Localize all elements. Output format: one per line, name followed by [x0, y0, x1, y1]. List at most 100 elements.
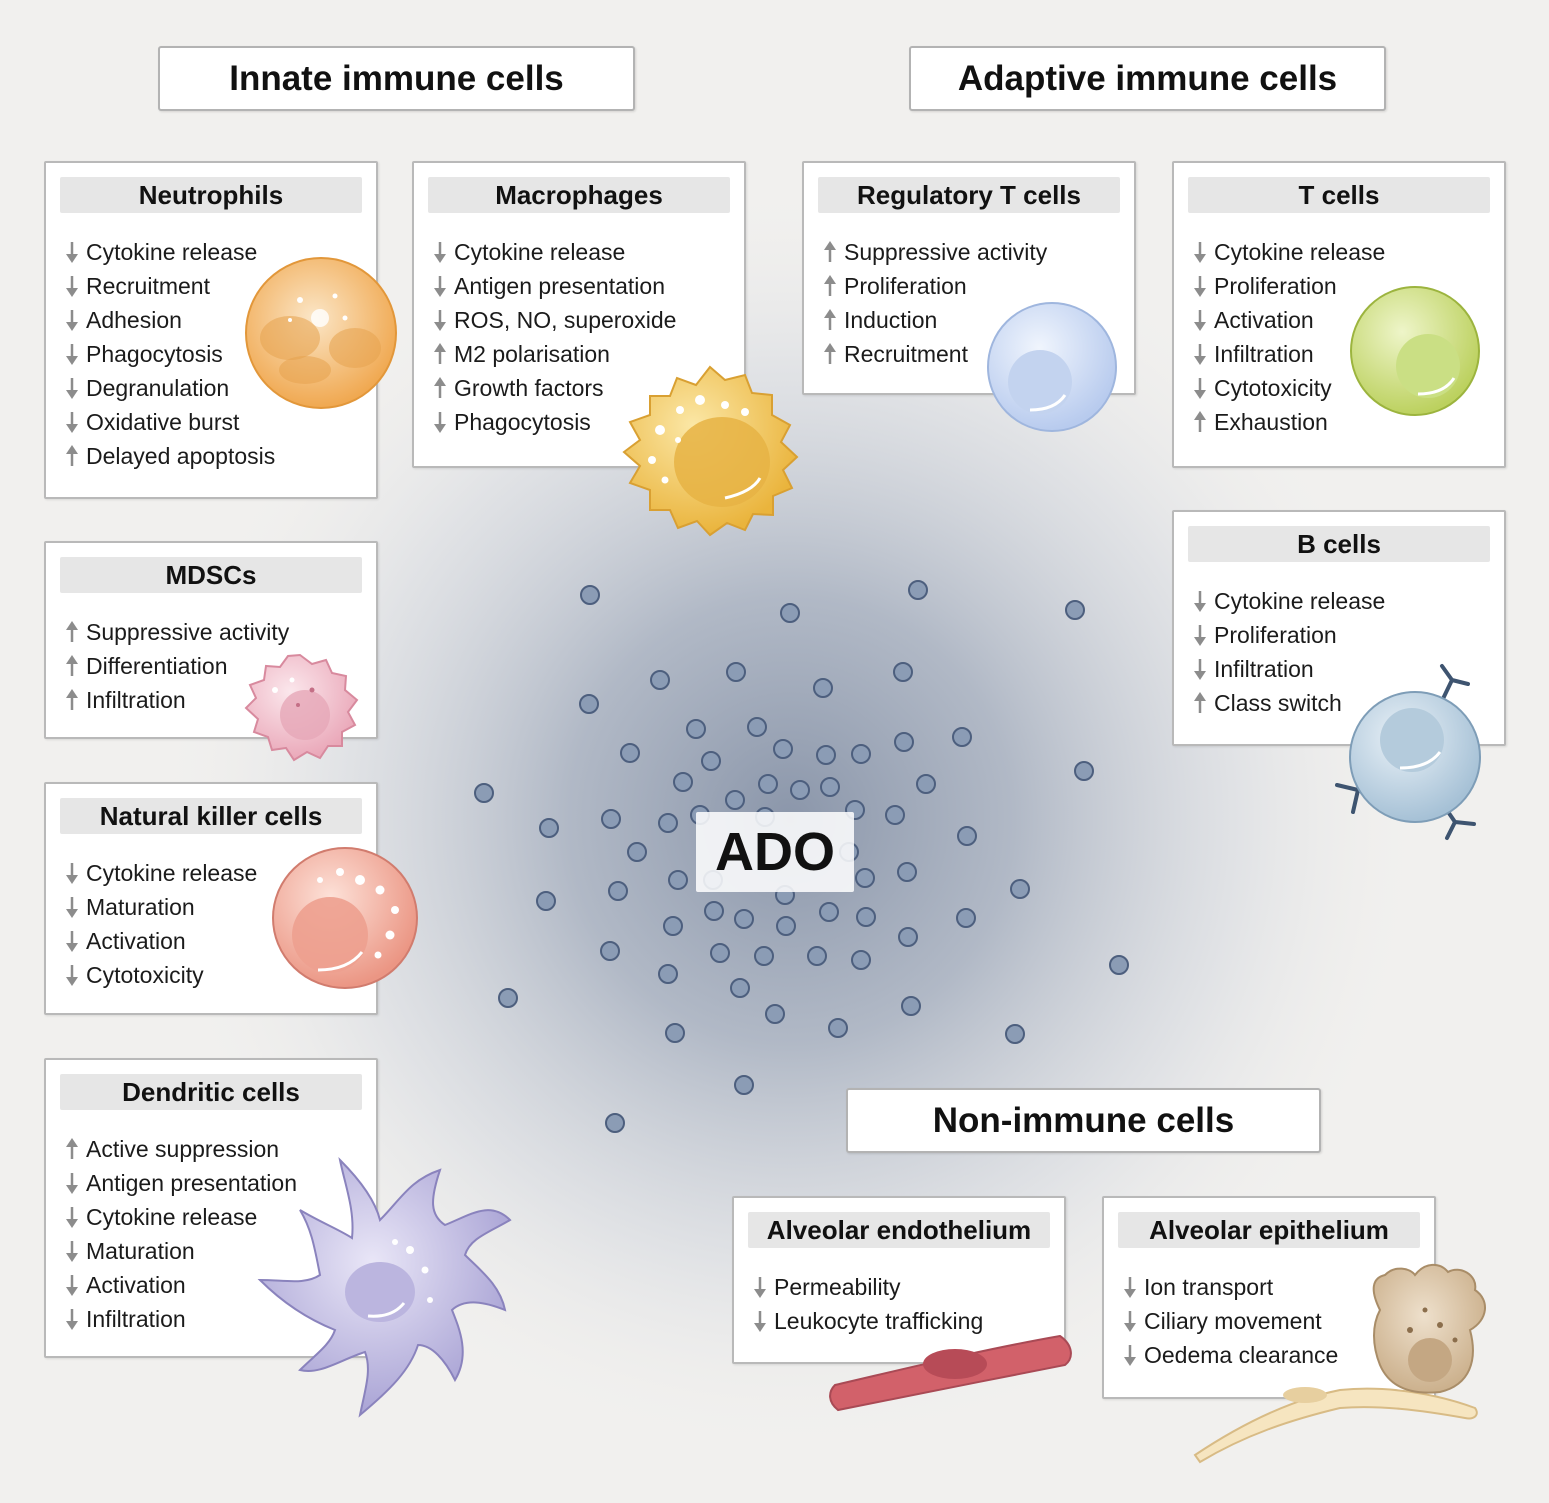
effect-label: Cytokine release: [454, 239, 626, 265]
adenosine-molecule-icon: [704, 901, 724, 921]
arrow-down-icon: [434, 412, 446, 433]
adenosine-molecule-icon: [663, 916, 683, 936]
effect-label: Degranulation: [86, 375, 230, 401]
adenosine-molecule-icon: [579, 694, 599, 714]
effect-item: Cytokine release: [64, 235, 275, 269]
effect-label: Cytotoxicity: [86, 962, 204, 988]
effect-label: Class switch: [1214, 690, 1342, 716]
arrow-down-icon: [66, 310, 78, 331]
adenosine-molecule-icon: [758, 774, 778, 794]
effect-item: Suppressive activity: [822, 235, 1047, 269]
adenosine-molecule-icon: [898, 927, 918, 947]
effect-item: Suppressive activity: [64, 615, 289, 649]
arrow-down-icon: [1124, 1345, 1136, 1366]
effect-item: Phagocytosis: [64, 337, 275, 371]
adenosine-molecule-icon: [901, 996, 921, 1016]
effect-item: Cytotoxicity: [1192, 371, 1385, 405]
effect-label: Proliferation: [1214, 273, 1337, 299]
adenosine-molecule-icon: [726, 662, 746, 682]
arrow-down-icon: [66, 1207, 78, 1228]
adenosine-molecule-icon: [952, 727, 972, 747]
arrow-up-icon: [66, 655, 78, 676]
effect-item: Activation: [64, 924, 257, 958]
effect-item: Maturation: [64, 890, 257, 924]
effect-label: Phagocytosis: [454, 409, 591, 435]
adenosine-label: ADO: [696, 812, 854, 892]
adenosine-molecule-icon: [620, 743, 640, 763]
card-title: T cells: [1188, 177, 1490, 213]
effect-label: Oedema clearance: [1144, 1342, 1339, 1368]
arrow-up-icon: [824, 343, 836, 364]
innate-immune-cells-header: Innate immune cells: [158, 46, 635, 111]
adenosine-molecule-icon: [730, 978, 750, 998]
adenosine-molecule-icon: [536, 891, 556, 911]
adenosine-molecule-icon: [957, 826, 977, 846]
adenosine-molecule-icon: [608, 881, 628, 901]
effect-item: Cytokine release: [64, 1200, 297, 1234]
arrow-down-icon: [1194, 378, 1206, 399]
adenosine-molecule-icon: [897, 862, 917, 882]
effect-item: Oedema clearance: [1122, 1338, 1338, 1372]
arrow-down-icon: [1194, 625, 1206, 646]
effect-item: ROS, NO, superoxide: [432, 303, 676, 337]
adenosine-molecule-icon: [474, 783, 494, 803]
arrow-down-icon: [434, 276, 446, 297]
effect-label: Infiltration: [1214, 341, 1314, 367]
effect-label: Differentiation: [86, 653, 228, 679]
adenosine-molecule-icon: [816, 745, 836, 765]
effect-item: Active suppression: [64, 1132, 297, 1166]
adenosine-molecule-icon: [498, 988, 518, 1008]
effect-item: Leukocyte trafficking: [752, 1304, 983, 1338]
arrow-down-icon: [66, 344, 78, 365]
effect-label: Cytokine release: [86, 860, 258, 886]
card-title: Macrophages: [428, 177, 730, 213]
arrow-up-icon: [824, 275, 836, 296]
arrow-up-icon: [1194, 692, 1206, 713]
adenosine-molecule-icon: [658, 813, 678, 833]
adenosine-molecule-icon: [780, 603, 800, 623]
arrow-down-icon: [66, 1173, 78, 1194]
effect-item: Antigen presentation: [64, 1166, 297, 1200]
adenosine-molecule-icon: [893, 662, 913, 682]
arrow-down-icon: [66, 1241, 78, 1262]
adenosine-molecule-icon: [1005, 1024, 1025, 1044]
arrow-up-icon: [66, 689, 78, 710]
effect-item: Activation: [64, 1268, 297, 1302]
arrow-down-icon: [1194, 591, 1206, 612]
arrow-down-icon: [1194, 659, 1206, 680]
card-title: Neutrophils: [60, 177, 362, 213]
arrow-down-icon: [434, 242, 446, 263]
adenosine-molecule-icon: [627, 842, 647, 862]
adenosine-molecule-icon: [710, 943, 730, 963]
effect-label: Ciliary movement: [1144, 1308, 1322, 1334]
arrow-down-icon: [1194, 310, 1206, 331]
effect-item: Cytokine release: [1192, 584, 1385, 618]
arrow-up-icon: [434, 377, 446, 398]
effect-item: Infiltration: [64, 683, 289, 717]
adenosine-molecule-icon: [601, 809, 621, 829]
card-title: Natural killer cells: [60, 798, 362, 834]
arrow-down-icon: [66, 378, 78, 399]
effect-item: Phagocytosis: [432, 405, 676, 439]
adenosine-molecule-icon: [956, 908, 976, 928]
card-title: MDSCs: [60, 557, 362, 593]
effect-label: Recruitment: [844, 341, 968, 367]
adenosine-molecule-icon: [855, 868, 875, 888]
arrow-down-icon: [1124, 1311, 1136, 1332]
effect-item: Antigen presentation: [432, 269, 676, 303]
adenosine-molecule-icon: [1065, 600, 1085, 620]
non-immune-cells-header: Non-immune cells: [846, 1088, 1321, 1153]
arrow-up-icon: [66, 621, 78, 642]
adenosine-molecule-icon: [600, 941, 620, 961]
adenosine-molecule-icon: [819, 902, 839, 922]
effect-label: Infiltration: [86, 687, 186, 713]
effect-label: Proliferation: [1214, 622, 1337, 648]
adenosine-molecule-icon: [650, 670, 670, 690]
effect-label: Phagocytosis: [86, 341, 223, 367]
